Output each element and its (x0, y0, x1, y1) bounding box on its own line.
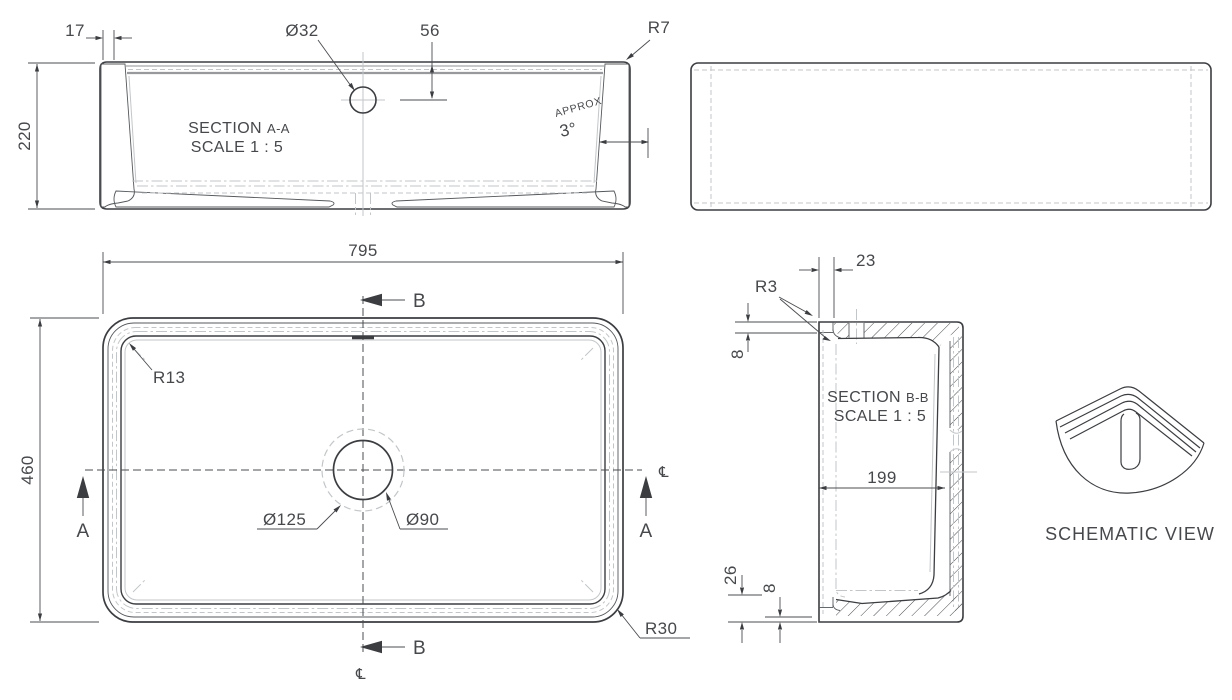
dim-220-label: 220 (15, 121, 34, 151)
dim-17-label: 17 (65, 21, 85, 40)
dim-r30-label: R30 (645, 619, 677, 638)
section-marker-b-bottom: B (360, 638, 426, 659)
right-inner-wall-line (593, 75, 602, 184)
recess-circle (321, 428, 405, 512)
dim-90-label: Ø90 (406, 510, 439, 529)
section-bb-title: SECTION (827, 389, 901, 406)
schematic-rim-line-1 (1059, 393, 1201, 449)
section-aa-ref: A-A (267, 121, 290, 136)
approx-label: APPROX (554, 95, 604, 120)
marker-b-bottom-label: B (413, 638, 426, 659)
bb-top-band-hatch (834, 323, 959, 346)
section-aa-floor-hatch-right (391, 190, 617, 208)
overflow-hole (349, 86, 377, 114)
dim-rim-height: 8 (728, 303, 817, 359)
bb-inner-tangent-left (835, 344, 846, 598)
dim-recess-diameter: Ø125 (257, 505, 341, 530)
section-bb-view: 23 R3 8 199 (721, 251, 977, 643)
dim-rim-radius: R7 (626, 18, 670, 60)
dim-199-label: 199 (867, 468, 897, 487)
bb-right-wall-hatch-upper (950, 333, 962, 430)
centerline-right-symbol: ℄ (658, 463, 669, 481)
dim-outer-corner-radius: R30 (617, 609, 690, 639)
dim-56-label: 56 (420, 21, 440, 40)
dim-inner-width: 199 (819, 468, 945, 491)
dim-23-label: 23 (856, 251, 876, 270)
section-aa-floor-hatch-left (113, 190, 335, 208)
marker-a-left-label: A (76, 521, 89, 542)
dim-r13-label: R13 (153, 368, 185, 387)
section-aa-scale: SCALE 1 : 5 (191, 139, 283, 156)
dim-wall-angle: APPROX 3° (554, 95, 649, 158)
dim-8-bottom-label: 8 (760, 583, 779, 593)
dim-width: 795 (102, 241, 624, 314)
section-aa-view: 17 220 Ø32 56 R7 (15, 18, 670, 216)
dim-floor-thickness: 8 (760, 583, 812, 643)
angle-label: 3° (558, 119, 579, 141)
schematic-view: SCHEMATIC VIEW (1045, 386, 1215, 544)
dim-inner-corner-radius: R13 (129, 343, 185, 387)
schematic-corner-right (1125, 412, 1141, 470)
section-marker-b-top: B (360, 291, 426, 312)
section-aa-left-wall-hatch (100, 63, 135, 208)
section-aa-outline (99, 61, 631, 210)
section-aa-right-wall-hatch (595, 63, 630, 208)
marker-b-top-label: B (413, 291, 426, 312)
schematic-fan-arc (1055, 420, 1205, 494)
corner-mark-tr (579, 347, 594, 362)
schematic-rim-line-2 (1064, 400, 1197, 453)
left-inner-wall-line (128, 75, 137, 184)
dim-drain-diameter: Ø90 (386, 492, 448, 530)
plan-view: 795 460 R13 B B (18, 241, 690, 683)
dim-ledge-width: 23 (799, 251, 876, 318)
corner-mark-bl (132, 578, 147, 593)
dim-floor-height: 26 (721, 565, 817, 643)
dim-795-label: 795 (348, 241, 378, 260)
bb-inner-wall-edge (918, 346, 940, 595)
drain-circle (332, 439, 394, 501)
section-marker-a-left: A (76, 476, 90, 542)
section-marker-a-right: A (639, 476, 653, 542)
dim-26-label: 26 (721, 565, 740, 585)
marker-a-right-label: A (639, 521, 652, 542)
dim-460-label: 460 (18, 455, 37, 485)
schematic-top-edge (1055, 386, 1205, 444)
dim-hole-offset: 56 (400, 21, 447, 101)
section-bb-ref: B-B (906, 390, 929, 405)
dim-hole-label: Ø32 (285, 21, 318, 40)
corner-mark-br (579, 578, 594, 593)
section-bb-scale: SCALE 1 : 5 (834, 408, 926, 425)
section-aa-title: SECTION (188, 120, 262, 137)
dim-overflow-hole: Ø32 (285, 21, 355, 91)
dim-height: 220 (15, 62, 95, 210)
schematic-caption: SCHEMATIC VIEW (1045, 524, 1215, 544)
centerline-bottom-symbol: ℄ (355, 665, 366, 683)
schematic-corner-left (1120, 413, 1127, 470)
dim-wall-thickness: 17 (65, 21, 132, 60)
elevation-outline (690, 62, 1212, 211)
elevation-view (690, 62, 1212, 211)
bb-floor-hatch (836, 591, 962, 616)
bb-floor-top-edge (835, 590, 952, 605)
section-bb-outline (818, 321, 964, 623)
dim-depth: 460 (18, 317, 99, 623)
dim-r7-label: R7 (648, 18, 671, 37)
bb-right-wall-hatch-lower (950, 452, 962, 615)
dim-8-top-label: 8 (728, 349, 747, 359)
dim-r3-label: R3 (755, 277, 778, 296)
schematic-rim-line-3 (1069, 408, 1193, 457)
bb-rim-inner-edge (837, 336, 940, 348)
dim-rim-corner-radius: R3 (755, 277, 831, 341)
dim-125-label: Ø125 (263, 510, 306, 529)
